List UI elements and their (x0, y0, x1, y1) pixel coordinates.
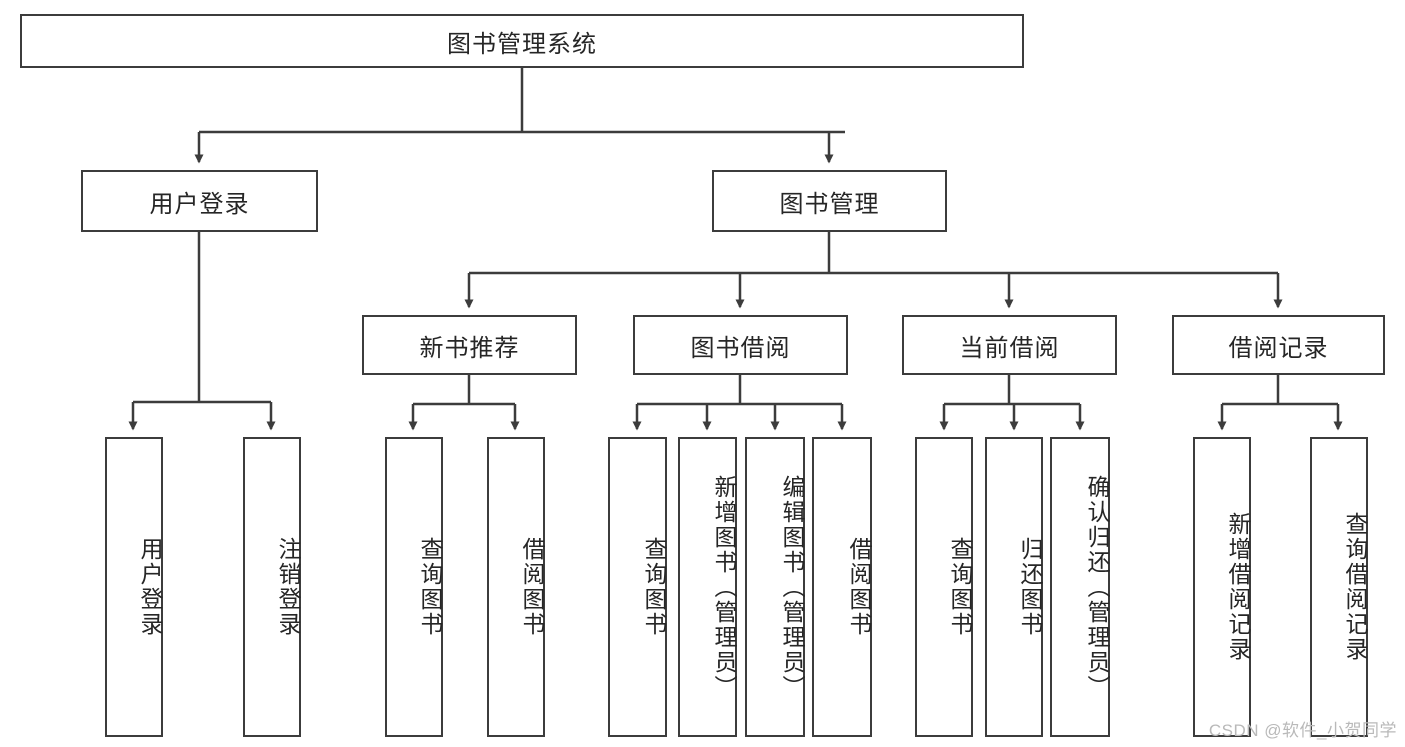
node-book-management-label: 图书管理 (779, 190, 880, 218)
leaf-confirm-return-admin[interactable]: 确认归还（管理员） (1050, 437, 1110, 737)
leaf-logout[interactable]: 注销登录 (243, 437, 301, 737)
leaf-add-borrow-record[interactable]: 新增借阅记录 (1193, 437, 1251, 737)
leaf-borrow-book[interactable]: 借阅图书 (812, 437, 872, 737)
node-current-borrow-label: 当前借阅 (959, 334, 1060, 362)
leaf-query-book-borrow[interactable]: 查询图书 (608, 437, 667, 737)
node-root[interactable]: 图书管理系统 (20, 14, 1024, 68)
leaf-edit-book-admin-label: 编辑图书（管理员） (779, 474, 805, 700)
leaf-query-book-recommend[interactable]: 查询图书 (385, 437, 443, 737)
leaf-user-login-label: 用户登录 (137, 537, 163, 637)
node-root-label: 图书管理系统 (447, 30, 597, 58)
leaf-add-book-admin[interactable]: 新增图书（管理员） (678, 437, 737, 737)
leaf-query-book-borrow-label: 查询图书 (641, 537, 667, 637)
node-borrow-record[interactable]: 借阅记录 (1172, 315, 1385, 375)
leaf-borrow-book-recommend-label: 借阅图书 (519, 537, 545, 637)
leaf-return-book[interactable]: 归还图书 (985, 437, 1043, 737)
leaf-edit-book-admin[interactable]: 编辑图书（管理员） (745, 437, 805, 737)
node-borrow-record-label: 借阅记录 (1228, 334, 1329, 362)
leaf-query-borrow-record[interactable]: 查询借阅记录 (1310, 437, 1368, 737)
csdn-watermark: CSDN @软件_小贺同学 (1208, 721, 1397, 740)
node-new-book-recommend-label: 新书推荐 (419, 334, 520, 362)
leaf-logout-label: 注销登录 (275, 537, 301, 637)
leaf-borrow-book-label: 借阅图书 (846, 537, 872, 637)
leaf-return-book-label: 归还图书 (1017, 537, 1043, 637)
leaf-query-book-recommend-label: 查询图书 (417, 537, 443, 637)
node-book-management[interactable]: 图书管理 (712, 170, 947, 232)
node-book-borrow-label: 图书借阅 (690, 334, 791, 362)
node-user-login-label: 用户登录 (149, 190, 250, 218)
node-new-book-recommend[interactable]: 新书推荐 (362, 315, 577, 375)
leaf-borrow-book-recommend[interactable]: 借阅图书 (487, 437, 545, 737)
leaf-user-login[interactable]: 用户登录 (105, 437, 163, 737)
node-book-borrow[interactable]: 图书借阅 (633, 315, 848, 375)
leaf-query-book-current[interactable]: 查询图书 (915, 437, 973, 737)
leaf-confirm-return-admin-label: 确认归还（管理员） (1084, 474, 1110, 700)
leaf-query-book-current-label: 查询图书 (947, 537, 973, 637)
leaf-add-book-admin-label: 新增图书（管理员） (711, 474, 737, 700)
node-current-borrow[interactable]: 当前借阅 (902, 315, 1117, 375)
node-user-login[interactable]: 用户登录 (81, 170, 318, 232)
leaf-query-borrow-record-label: 查询借阅记录 (1342, 512, 1368, 662)
leaf-add-borrow-record-label: 新增借阅记录 (1225, 512, 1251, 662)
